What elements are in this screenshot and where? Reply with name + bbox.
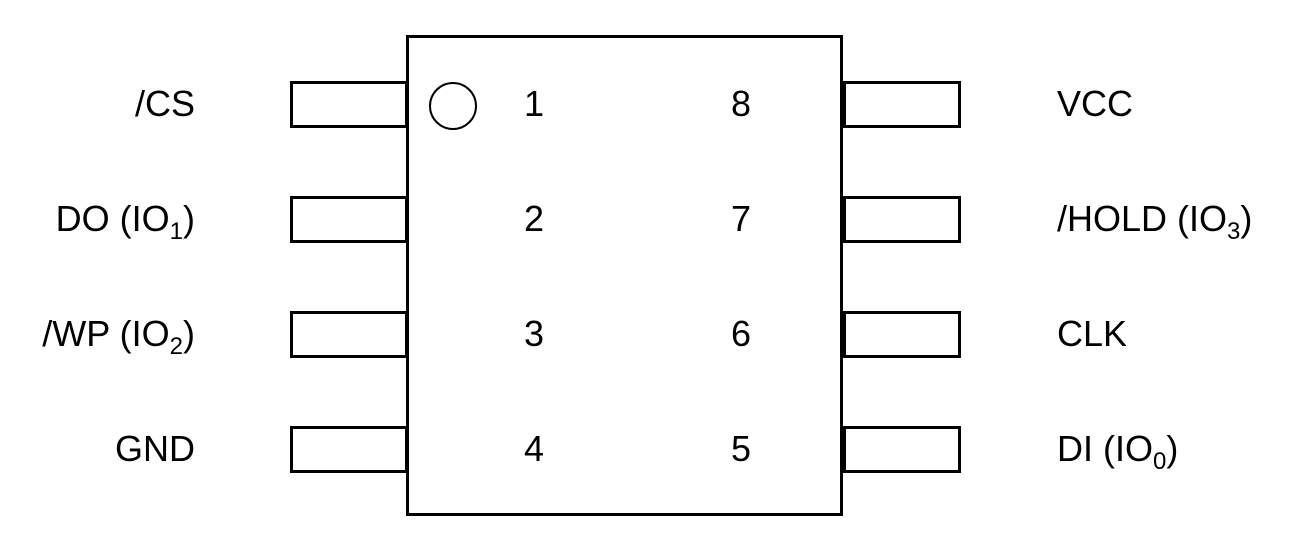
pin-lead-6 (843, 311, 961, 358)
pin-number-1: 1 (523, 83, 545, 124)
pin-label-cs: /CS (134, 83, 195, 124)
pin-label-wp: /WP (IO2) (42, 313, 195, 360)
pin-number-7: 7 (730, 198, 752, 239)
pin-label-gnd: GND (115, 428, 195, 469)
pin-lead-2 (290, 196, 408, 243)
pin-lead-8 (843, 81, 961, 128)
pin-label-di: DI (IO0) (1057, 428, 1179, 475)
chip-package-body (406, 35, 843, 516)
pin-lead-3 (290, 311, 408, 358)
pin-lead-4 (290, 426, 408, 473)
pin-number-6: 6 (730, 313, 752, 354)
pin-number-5: 5 (730, 428, 752, 469)
pin-lead-1 (290, 81, 408, 128)
pin-number-4: 4 (523, 428, 545, 469)
pin1-indicator-circle (429, 82, 477, 130)
pin-lead-7 (843, 196, 961, 243)
pin-label-clk: CLK (1057, 313, 1128, 354)
pin-number-8: 8 (730, 83, 752, 124)
pin-number-2: 2 (523, 198, 545, 239)
pin-lead-5 (843, 426, 961, 473)
pin-label-do: DO (IO1) (55, 198, 195, 245)
pin-label-hold: /HOLD (IO3) (1057, 198, 1253, 245)
pin-number-3: 3 (523, 313, 545, 354)
pin-label-vcc: VCC (1057, 83, 1134, 124)
